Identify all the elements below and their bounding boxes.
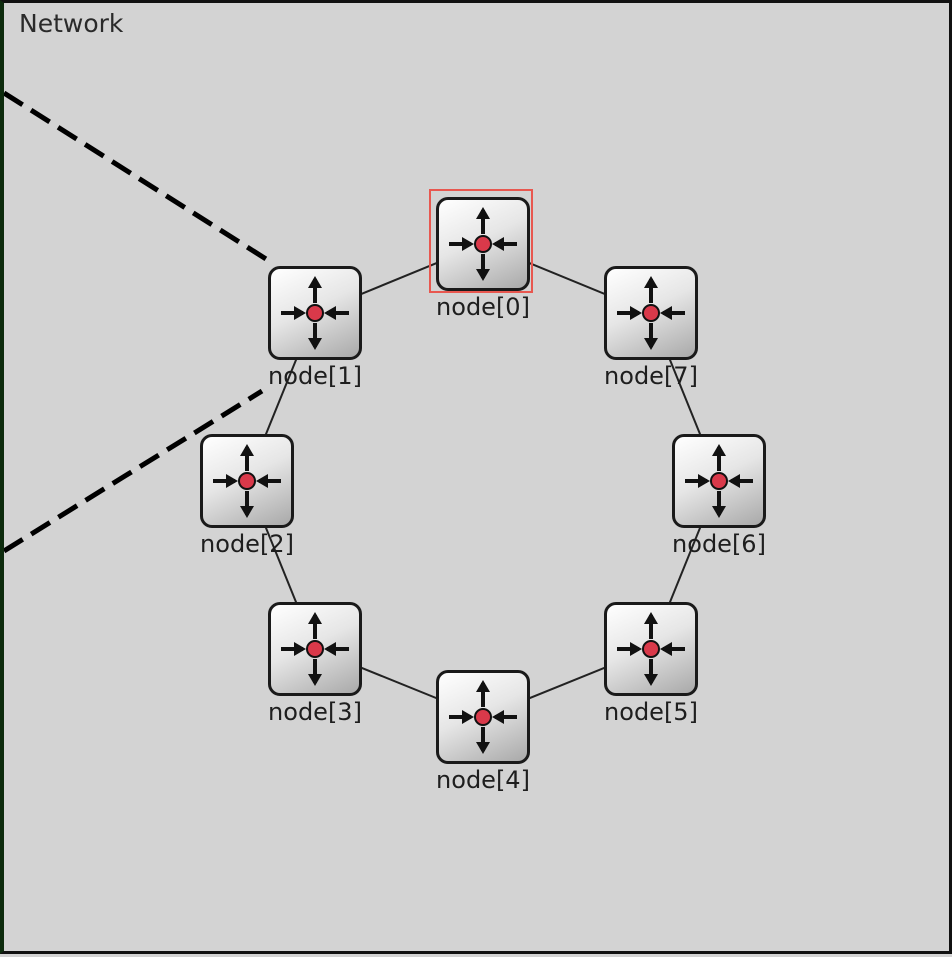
network-node[interactable]: node[3] [262, 602, 368, 732]
router-icon [604, 266, 698, 360]
network-node[interactable]: node[5] [598, 602, 704, 732]
network-node[interactable]: node[7] [598, 266, 704, 396]
viewport-line-upper [4, 90, 268, 262]
network-node[interactable]: node[2] [194, 434, 300, 564]
network-node[interactable]: node[1] [262, 266, 368, 396]
router-icon [200, 434, 294, 528]
router-icon [604, 602, 698, 696]
router-icon [436, 197, 530, 291]
node-label: node[7] [604, 362, 698, 390]
node-label: node[3] [268, 698, 362, 726]
router-icon [672, 434, 766, 528]
router-icon [436, 670, 530, 764]
node-label: node[1] [268, 362, 362, 390]
link-layer [4, 90, 720, 718]
router-icon [268, 266, 362, 360]
network-title: Network [19, 9, 124, 38]
router-icon [268, 602, 362, 696]
node-label: node[5] [604, 698, 698, 726]
network-node[interactable]: node[0] [429, 189, 536, 327]
network-node[interactable]: node[4] [430, 670, 536, 800]
node-label: node[2] [200, 530, 294, 558]
network-node[interactable]: node[6] [666, 434, 772, 564]
node-label: node[6] [672, 530, 766, 558]
viewport-line-lower [4, 388, 264, 554]
node-label: node[4] [436, 766, 530, 794]
node-label: node[0] [436, 293, 530, 321]
